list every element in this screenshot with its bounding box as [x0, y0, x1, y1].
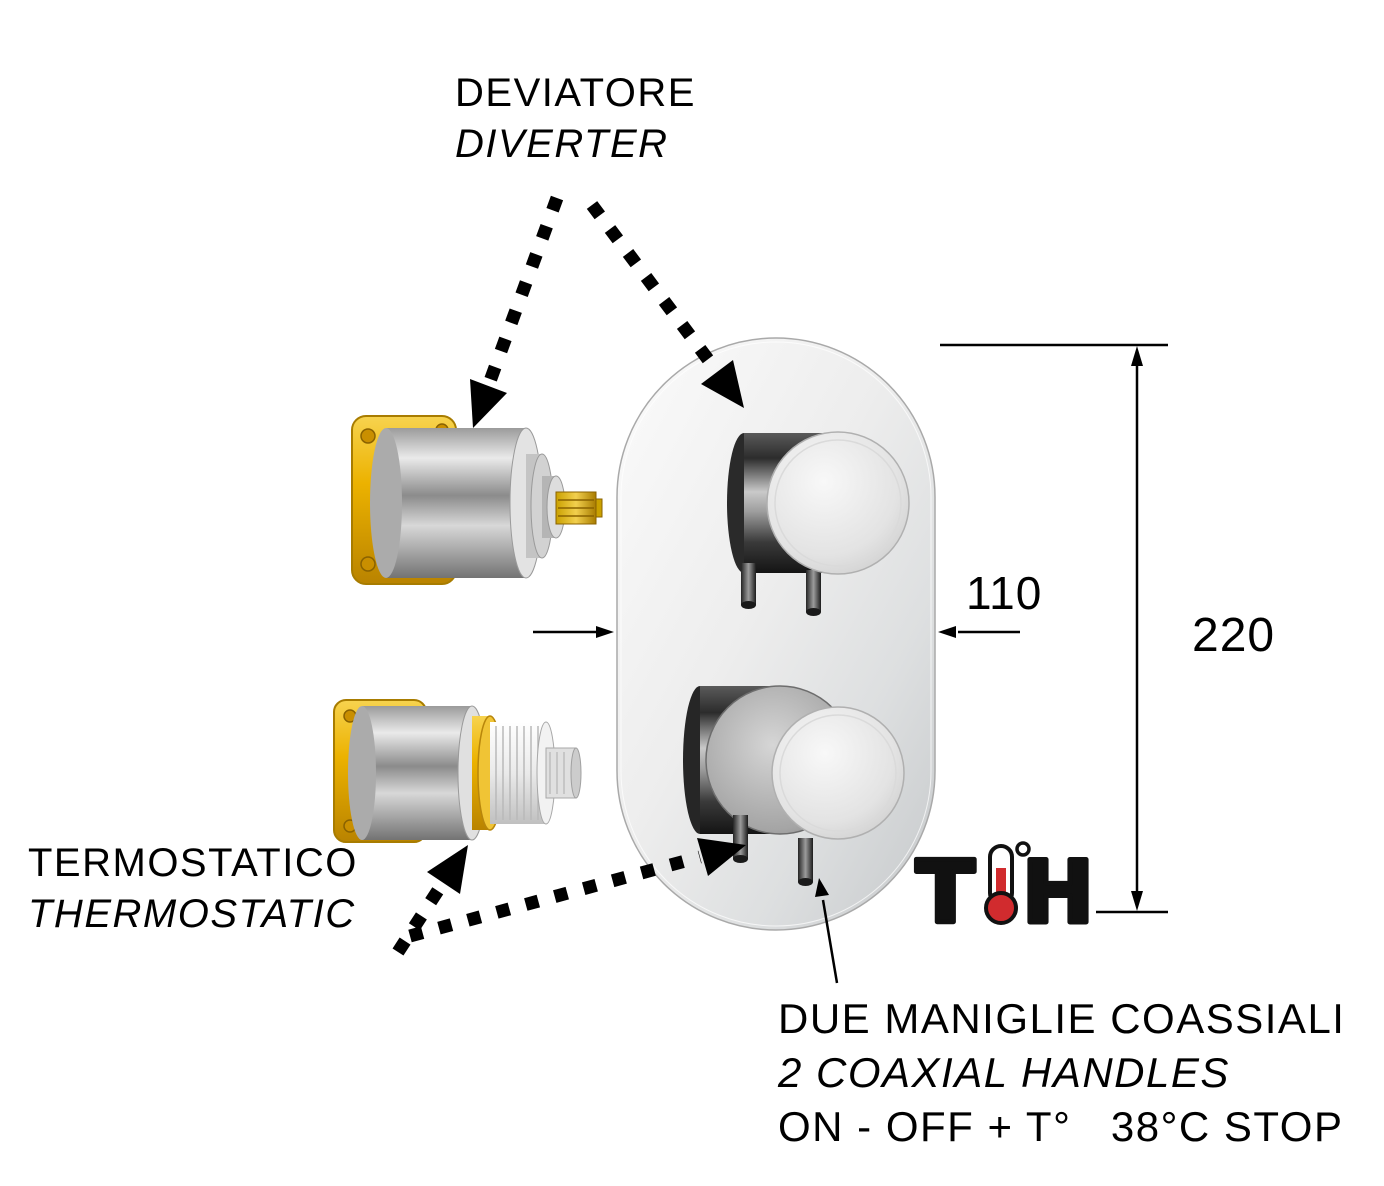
diverter-label-en: DIVERTER [455, 122, 669, 167]
logo-letter-t: T [916, 843, 975, 943]
dimension-width-value: 110 [966, 567, 1043, 619]
thermostatic-label-it: TERMOSTATICO [28, 841, 358, 885]
handle-pointer-arrow [815, 878, 839, 984]
handles-callout: DUE MANIGLIE COASSIALI 2 COAXIAL HANDLES… [778, 992, 1345, 1153]
thermostatic-handle [683, 685, 905, 886]
brand-logo: T H [914, 841, 1097, 946]
dashed-arrow-diverter-to-handle [586, 201, 744, 408]
dashed-arrow-thermostatic-to-cartridge [392, 845, 468, 956]
diverter-label-it: DEVIATORE [455, 71, 696, 115]
diverter-cartridge [351, 415, 603, 585]
thermostatic-cartridge [333, 699, 582, 843]
diverter-callout: DEVIATORE DIVERTER [455, 68, 696, 170]
dashed-arrow-diverter-to-cartridge [470, 195, 564, 428]
diverter-handle [727, 431, 910, 616]
wall-plate [616, 337, 936, 931]
width-dimension [533, 626, 1020, 638]
thermometer-icon [984, 841, 1031, 925]
height-dimension [940, 343, 1168, 914]
thermostatic-label-en: THERMOSTATIC [28, 892, 356, 937]
dimension-height-value: 220 [1192, 609, 1276, 662]
degree-mark-icon [1015, 841, 1031, 857]
logo-letter-h: H [1022, 843, 1094, 943]
handles-label-detail: ON - OFF + T° 38°C STOP [778, 1102, 1344, 1150]
dashed-arrow-thermostatic-to-handle [408, 838, 746, 943]
handles-label-en: 2 COAXIAL HANDLES [778, 1048, 1230, 1096]
handles-label-it: DUE MANIGLIE COASSIALI [778, 995, 1346, 1042]
thermostatic-callout: TERMOSTATICO THERMOSTATIC [28, 838, 358, 940]
